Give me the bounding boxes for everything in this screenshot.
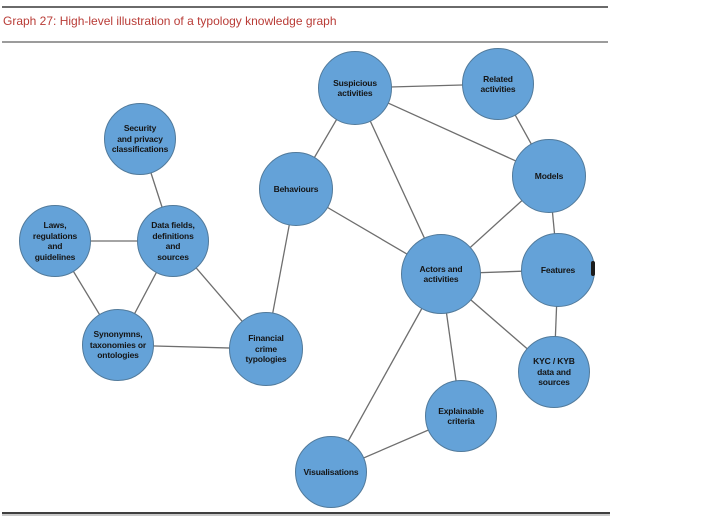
title-underline-rule (2, 41, 608, 43)
node-label-behaviours: Behaviours (273, 183, 319, 194)
node-label-laws: Laws, regulations and guidelines (32, 220, 78, 262)
top-rule (2, 6, 608, 8)
node-label-actors: Actors and activities (419, 263, 463, 285)
stray-mark (591, 261, 595, 276)
node-suspicious: Suspicious activities (318, 51, 392, 125)
node-related: Related activities (462, 48, 534, 120)
node-label-datafields: Data fields, definitions and sources (151, 220, 195, 262)
node-label-fincrime: Financial crime typologies (245, 333, 287, 365)
node-actors: Actors and activities (401, 234, 481, 314)
node-laws: Laws, regulations and guidelines (19, 205, 91, 277)
bottom-rule (2, 512, 610, 514)
figure-title: Graph 27: High-level illustration of a t… (3, 14, 337, 28)
node-visualisations: Visualisations (295, 436, 367, 508)
node-label-synonymns: Synonymns, taxonomies or ontologies (89, 329, 147, 361)
node-datafields: Data fields, definitions and sources (137, 205, 209, 277)
node-security: Security and privacy classifications (104, 103, 176, 175)
node-explainable: Explainable criteria (425, 380, 497, 452)
node-label-models: Models (534, 170, 564, 181)
node-fincrime: Financial crime typologies (229, 312, 303, 386)
node-label-suspicious: Suspicious activities (333, 77, 377, 99)
node-label-kyc: KYC / KYB data and sources (533, 356, 575, 388)
node-behaviours: Behaviours (259, 152, 333, 226)
node-label-explainable: Explainable criteria (438, 405, 484, 427)
node-features: Features (521, 233, 595, 307)
node-kyc: KYC / KYB data and sources (518, 336, 590, 408)
node-label-related: Related activities (480, 73, 516, 95)
node-synonymns: Synonymns, taxonomies or ontologies (82, 309, 154, 381)
node-label-visualisations: Visualisations (303, 466, 359, 477)
node-label-features: Features (540, 264, 576, 275)
node-models: Models (512, 139, 586, 213)
node-label-security: Security and privacy classifications (111, 123, 169, 155)
